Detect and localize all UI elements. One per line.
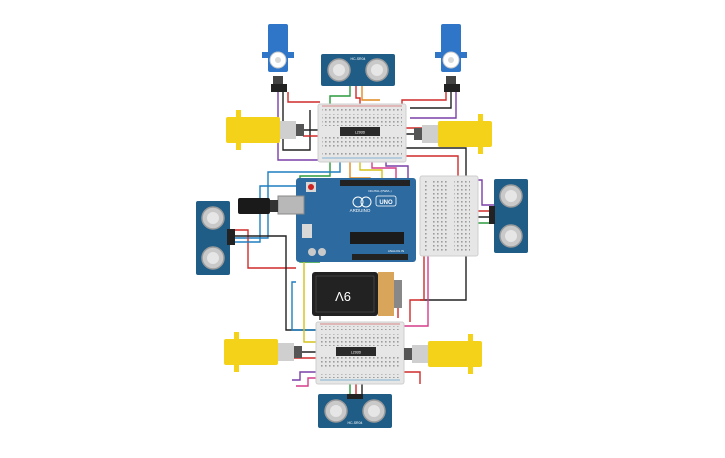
ultrasonic-sensor-right: [489, 179, 528, 253]
battery-label: 9V: [335, 289, 351, 304]
wire: [291, 281, 318, 331]
breadboard-bottom: L293D: [315, 321, 405, 385]
dc-motor-top-right: [414, 114, 492, 154]
dc-motor-bottom-left: [224, 332, 302, 372]
wire: [296, 377, 318, 387]
wire: [287, 92, 320, 103]
wire: [329, 86, 351, 110]
dc-motor-top-left: [226, 110, 304, 150]
sensor-label: HC-SR04: [348, 421, 363, 425]
ultrasonic-sensor-bottom: HC-SR04: [318, 394, 392, 428]
driver-chip-label: L293D: [351, 351, 362, 355]
servo-left: [262, 24, 294, 92]
wire: [404, 155, 459, 176]
ultrasonic-sensor-left: [196, 201, 235, 275]
wire: [292, 371, 318, 381]
wire: [235, 229, 296, 269]
wire: [361, 86, 380, 101]
wire: [371, 160, 397, 186]
ultrasonic-sensor-top: HC-SR04: [321, 54, 395, 86]
wire: [277, 92, 320, 161]
arduino-brand-label: ARDUINO: [350, 208, 371, 213]
wire: [303, 258, 318, 343]
dc-motor-bottom-right: [404, 334, 482, 374]
wire: [402, 371, 421, 384]
battery-9v: 9V: [312, 272, 402, 316]
sensor-label: HC-SR04: [351, 57, 366, 61]
driver-chip-label: L293D: [355, 131, 366, 135]
arduino-analog-label: ANALOG IN: [388, 249, 404, 253]
wire: [410, 92, 457, 119]
wire: [235, 160, 341, 239]
wire: [410, 92, 452, 109]
servo-right: [435, 24, 467, 92]
arduino-model-label: UNO: [379, 200, 393, 206]
arduino-uno-board: ARDUINO UNO DIGITAL (PWM~) ANALOG IN: [238, 178, 416, 262]
arduino-digital-label: DIGITAL (PWM~): [368, 189, 391, 193]
breadboard-right: [419, 175, 479, 257]
breadboard-top: L293D: [317, 103, 407, 163]
